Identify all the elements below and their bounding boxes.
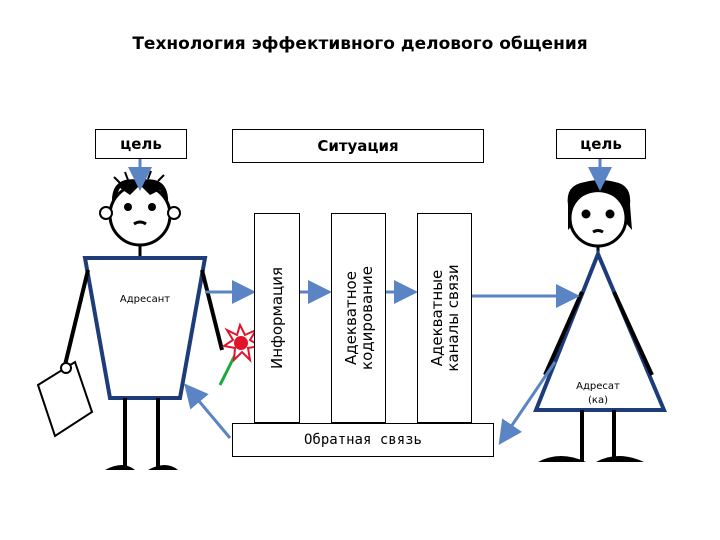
information-line-1: Информация xyxy=(268,266,286,370)
situation-box: Ситуация xyxy=(232,129,484,163)
receiver-figure xyxy=(533,180,668,462)
receiver-label: Адресат (ка) xyxy=(568,380,628,408)
briefcase-icon xyxy=(36,360,94,438)
sender-figure xyxy=(63,170,224,470)
flow-arrows xyxy=(128,157,612,445)
channels-label: Адекватные каналы связи xyxy=(427,264,462,372)
sender-goal-label: цель xyxy=(120,135,162,153)
information-column: Информация xyxy=(254,213,300,423)
coding-line-2: кодирование xyxy=(357,266,376,370)
coding-line-1: Адекватное xyxy=(341,271,360,365)
channels-column: Адекватные каналы связи xyxy=(417,213,472,423)
receiver-goal-label: цель xyxy=(580,135,622,153)
receiver-goal-box: цель xyxy=(556,129,646,159)
channels-line-2: каналы связи xyxy=(443,264,462,372)
receiver-label-line-2: (ка) xyxy=(588,395,608,406)
information-label: Информация xyxy=(268,266,286,370)
sender-label: Адресант xyxy=(119,294,171,305)
receiver-label-line-1: Адресат xyxy=(576,381,620,392)
page-title: Технология эффективного делового общения xyxy=(132,34,588,54)
feedback-label: Обратная связь xyxy=(303,432,422,448)
coding-column: Адекватное кодирование xyxy=(331,213,386,423)
sender-goal-box: цель xyxy=(95,129,187,159)
situation-label: Ситуация xyxy=(317,137,399,155)
coding-label: Адекватное кодирование xyxy=(341,266,376,370)
feedback-box: Обратная связь xyxy=(232,423,494,457)
channels-line-1: Адекватные xyxy=(427,269,446,367)
